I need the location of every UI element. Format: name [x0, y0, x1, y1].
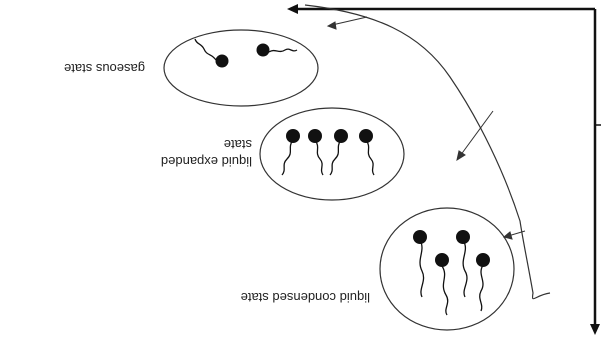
molecule-head — [216, 55, 229, 68]
molecule-head — [359, 129, 373, 143]
molecule-tail — [330, 140, 341, 175]
molecule-head — [308, 129, 322, 143]
gaseous-state-label: gaseous state — [64, 61, 145, 76]
liquid-expanded-state-group — [260, 108, 404, 200]
molecule-tail — [282, 140, 293, 175]
liquid-expanded-state-label-line2: state — [224, 137, 252, 152]
arrowhead-gaseous — [328, 22, 336, 29]
molecule-head — [435, 253, 449, 267]
arrowhead-expanded — [457, 151, 465, 160]
gaseous-ellipse — [164, 30, 318, 106]
molecule-head — [257, 44, 270, 57]
liquid-expanded-ellipse — [260, 108, 404, 200]
liquid-expanded-molecules — [282, 140, 374, 175]
isotherm-curve — [305, 5, 550, 299]
molecule-head — [334, 129, 348, 143]
molecule-head — [413, 230, 427, 244]
gaseous-molecules — [195, 39, 297, 60]
liquid-condensed-state-label: liquid condensed state — [241, 290, 370, 305]
y-axis-arrowhead — [590, 324, 600, 335]
axes — [295, 9, 595, 327]
liquid-condensed-state-group — [380, 208, 514, 330]
molecule-head — [286, 129, 300, 143]
molecule-head — [476, 253, 490, 267]
liquid-condensed-ellipse — [380, 208, 514, 330]
molecule-tail — [463, 240, 467, 297]
molecule-tail — [315, 140, 323, 175]
molecule-tail — [269, 49, 297, 52]
molecule-tail — [480, 265, 483, 311]
molecule-tail — [442, 266, 448, 315]
molecule-tail — [420, 240, 424, 297]
molecule-tail — [366, 140, 374, 175]
figure-content: gaseous state liquid expanded state liqu… — [64, 4, 601, 335]
liquid-condensed-molecules — [420, 240, 483, 315]
molecule-head — [456, 230, 470, 244]
liquid-expanded-state-label-line1: liquid expanded — [161, 154, 252, 169]
x-axis-arrowhead — [287, 4, 298, 14]
molecule-tail — [195, 39, 216, 60]
gaseous-state-group — [164, 30, 318, 106]
